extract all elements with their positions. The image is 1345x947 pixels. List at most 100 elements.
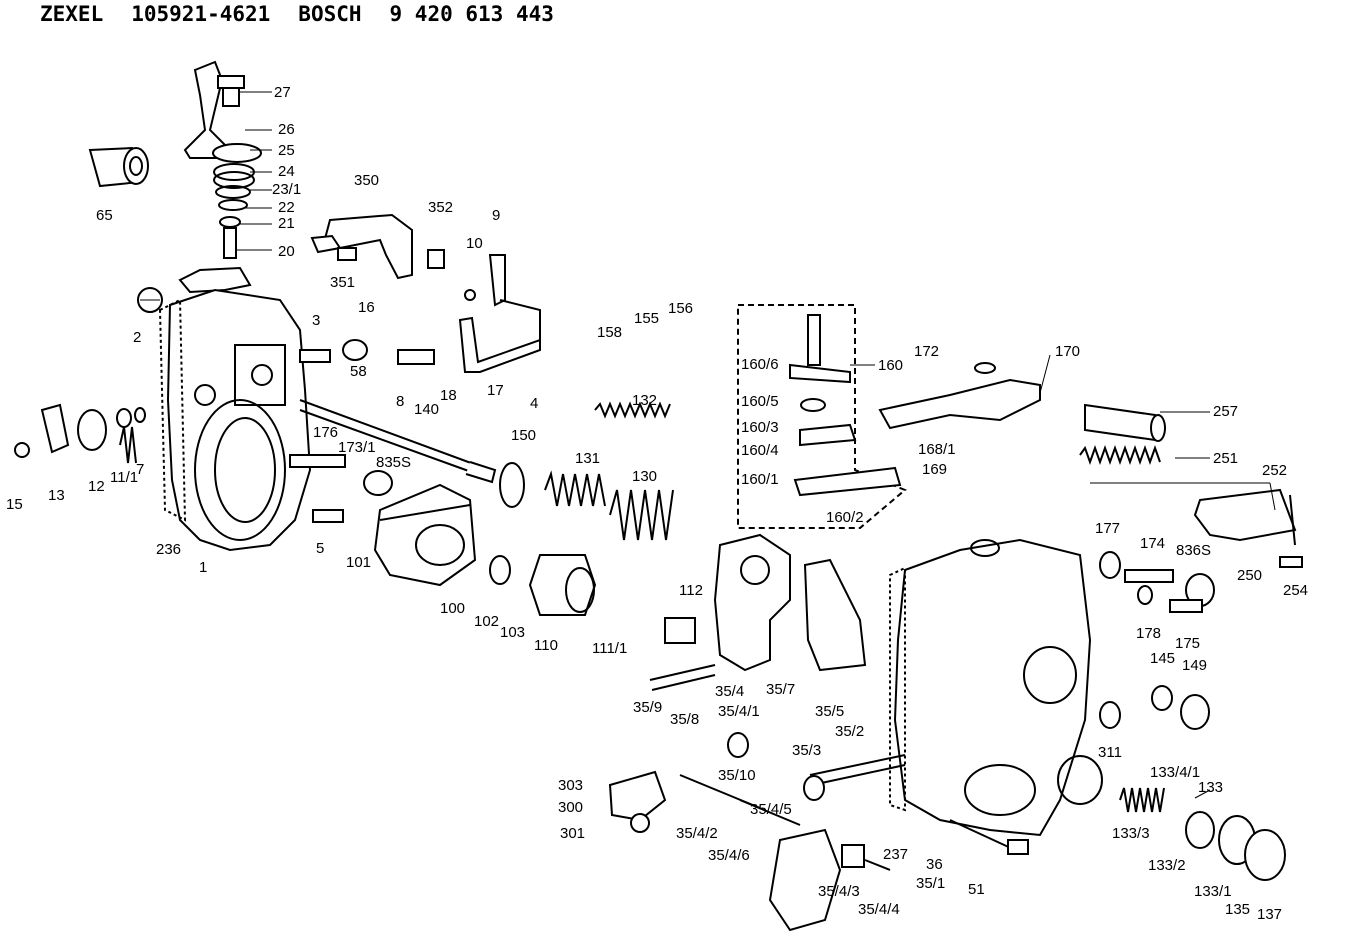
callout-133-4-1: 133/4/1 bbox=[1150, 764, 1200, 781]
callout-137: 137 bbox=[1257, 906, 1282, 923]
lever-17 bbox=[397, 254, 541, 373]
callout-17: 17 bbox=[487, 382, 504, 399]
callout-175: 175 bbox=[1175, 635, 1200, 652]
callout-labels: 27 26 25 24 23/1 22 21 20 65 350 352 351… bbox=[6, 84, 1308, 923]
callout-250: 250 bbox=[1237, 567, 1262, 584]
callout-254: 254 bbox=[1283, 582, 1308, 599]
callout-352: 352 bbox=[428, 199, 453, 216]
callout-252: 252 bbox=[1262, 462, 1287, 479]
lever-170 bbox=[878, 362, 1041, 430]
callout-160-2: 160/2 bbox=[826, 509, 864, 526]
callout-170: 170 bbox=[1055, 343, 1080, 360]
callout-103: 103 bbox=[500, 624, 525, 641]
callout-169: 169 bbox=[922, 461, 947, 478]
callout-155: 155 bbox=[634, 310, 659, 327]
bracket-350 bbox=[310, 213, 445, 280]
callout-174: 174 bbox=[1140, 535, 1165, 552]
callout-257: 257 bbox=[1213, 403, 1238, 420]
callout-35-4-1: 35/4/1 bbox=[718, 703, 760, 720]
callout-23-1: 23/1 bbox=[272, 181, 301, 198]
callout-25: 25 bbox=[278, 142, 295, 159]
callout-58: 58 bbox=[350, 363, 367, 380]
main-body bbox=[889, 538, 1103, 837]
callout-65: 65 bbox=[96, 207, 113, 224]
rod-and-bolts bbox=[803, 754, 1029, 855]
callout-35-8: 35/8 bbox=[670, 711, 699, 728]
callout-27: 27 bbox=[274, 84, 291, 101]
brand-bosch: BOSCH bbox=[298, 2, 362, 26]
zexel-part-number: 105921-4621 bbox=[131, 2, 271, 26]
callout-101: 101 bbox=[346, 554, 371, 571]
callout-35-2: 35/2 bbox=[835, 723, 864, 740]
callout-111-1: 111/1 bbox=[592, 640, 627, 657]
right-small-parts bbox=[1099, 551, 1215, 730]
callout-22: 22 bbox=[278, 199, 295, 216]
callout-132: 132 bbox=[632, 392, 657, 409]
callout-130: 130 bbox=[632, 468, 657, 485]
callout-133-3: 133/3 bbox=[1112, 825, 1150, 842]
callout-140: 140 bbox=[414, 401, 439, 418]
callout-3: 3 bbox=[312, 312, 320, 329]
callout-303: 303 bbox=[558, 777, 583, 794]
callout-18: 18 bbox=[440, 387, 457, 404]
front-housing bbox=[158, 288, 312, 552]
callout-7: 7 bbox=[136, 461, 144, 478]
lower-parts bbox=[608, 732, 891, 932]
callout-16: 16 bbox=[358, 299, 375, 316]
callout-1: 1 bbox=[199, 559, 207, 576]
callout-35-3: 35/3 bbox=[792, 742, 821, 759]
callout-160-5: 160/5 bbox=[741, 393, 779, 410]
callout-35-7: 35/7 bbox=[766, 681, 795, 698]
callout-35-4: 35/4 bbox=[715, 683, 744, 700]
callout-133-1: 133/1 bbox=[1194, 883, 1232, 900]
callout-145: 145 bbox=[1150, 650, 1175, 667]
left-small-parts bbox=[14, 287, 393, 523]
callout-160-3: 160/3 bbox=[741, 419, 779, 436]
springs bbox=[119, 401, 1161, 541]
callout-150: 150 bbox=[511, 427, 536, 444]
callout-36: 36 bbox=[926, 856, 943, 873]
callout-4: 4 bbox=[530, 395, 538, 412]
bosch-part-number: 9 420 613 443 bbox=[389, 2, 554, 26]
callout-35-4-3: 35/4/3 bbox=[818, 883, 860, 900]
callout-102: 102 bbox=[474, 613, 499, 630]
callout-350: 350 bbox=[354, 172, 379, 189]
callout-168-1: 168/1 bbox=[918, 441, 956, 458]
callout-35-9: 35/9 bbox=[633, 699, 662, 716]
callout-110: 110 bbox=[534, 637, 558, 654]
callout-24: 24 bbox=[278, 163, 295, 180]
callout-20: 20 bbox=[278, 243, 295, 260]
bracket-252 bbox=[1193, 488, 1303, 568]
callout-177: 177 bbox=[1095, 520, 1120, 537]
callout-21: 21 bbox=[278, 215, 295, 232]
callout-8: 8 bbox=[396, 393, 404, 410]
callout-237: 237 bbox=[883, 846, 908, 863]
sleeve-65 bbox=[88, 146, 149, 188]
callout-178: 178 bbox=[1136, 625, 1161, 642]
callout-35-4-6: 35/4/6 bbox=[708, 847, 750, 864]
callout-160-6: 160/6 bbox=[741, 356, 779, 373]
callout-160: 160 bbox=[878, 357, 903, 374]
callout-35-4-4: 35/4/4 bbox=[858, 901, 900, 918]
tension-lever bbox=[649, 533, 867, 691]
callout-836s: 836S bbox=[1176, 542, 1211, 559]
group-160-box bbox=[737, 304, 907, 529]
callout-173-1: 173/1 bbox=[338, 439, 376, 456]
collar-and-bush bbox=[489, 462, 597, 616]
callout-301: 301 bbox=[560, 825, 585, 842]
callout-35-4-5: 35/4/5 bbox=[750, 801, 792, 818]
callout-176: 176 bbox=[313, 424, 338, 441]
callout-300: 300 bbox=[558, 799, 583, 816]
callout-2: 2 bbox=[133, 329, 141, 346]
callout-351: 351 bbox=[330, 274, 355, 291]
callout-160-4: 160/4 bbox=[741, 442, 779, 459]
callout-236: 236 bbox=[156, 541, 181, 558]
callout-5: 5 bbox=[316, 540, 324, 557]
callout-251: 251 bbox=[1213, 450, 1238, 467]
callout-311: 311 bbox=[1098, 744, 1122, 761]
callout-135: 135 bbox=[1225, 901, 1250, 918]
callout-131: 131 bbox=[575, 450, 600, 467]
shaft-140 bbox=[299, 399, 497, 484]
callout-835s: 835S bbox=[376, 454, 411, 471]
